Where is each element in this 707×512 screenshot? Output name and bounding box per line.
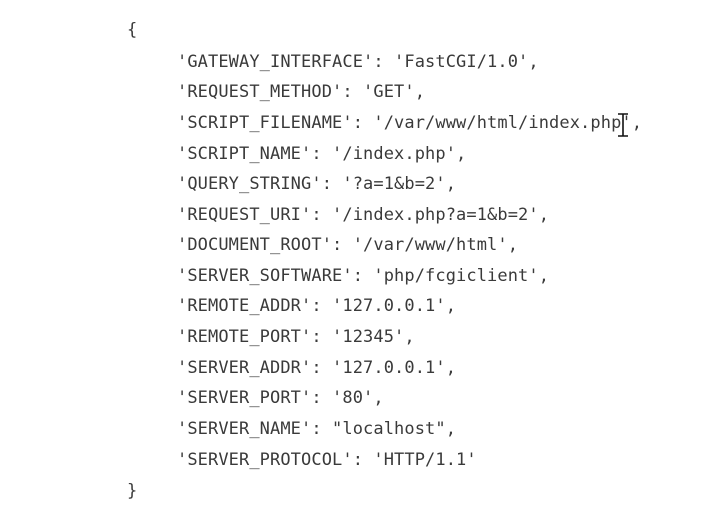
code-line: 'DOCUMENT_ROOT': '/var/www/html', — [177, 235, 519, 255]
code-line: 'QUERY_STRING': '?a=1&b=2', — [177, 174, 457, 194]
code-line: 'SERVER_SOFTWARE': 'php/fcgiclient', — [177, 266, 550, 286]
code-line: 'REMOTE_ADDR': '127.0.0.1', — [177, 296, 457, 316]
code-line: 'REMOTE_PORT': '12345', — [177, 327, 415, 347]
code-line: 'GATEWAY_INTERFACE': 'FastCGI/1.0', — [177, 52, 539, 72]
code-line: 'SCRIPT_NAME': '/index.php', — [177, 144, 467, 164]
code-line: 'SERVER_PROTOCOL': 'HTTP/1.1' — [177, 450, 477, 470]
code-line: 'SERVER_NAME': "localhost", — [177, 419, 457, 439]
code-line: 'SERVER_ADDR': '127.0.0.1', — [177, 358, 457, 378]
code-line: 'REQUEST_URI': '/index.php?a=1&b=2', — [177, 205, 550, 225]
close-brace: } — [127, 481, 138, 501]
text-cursor-icon — [617, 113, 629, 137]
code-line: 'SERVER_PORT': '80', — [177, 388, 384, 408]
code-line: 'SCRIPT_FILENAME': '/var/www/html/index.… — [177, 113, 643, 133]
open-brace: { — [127, 20, 138, 40]
code-line: 'REQUEST_METHOD': 'GET', — [177, 82, 426, 102]
